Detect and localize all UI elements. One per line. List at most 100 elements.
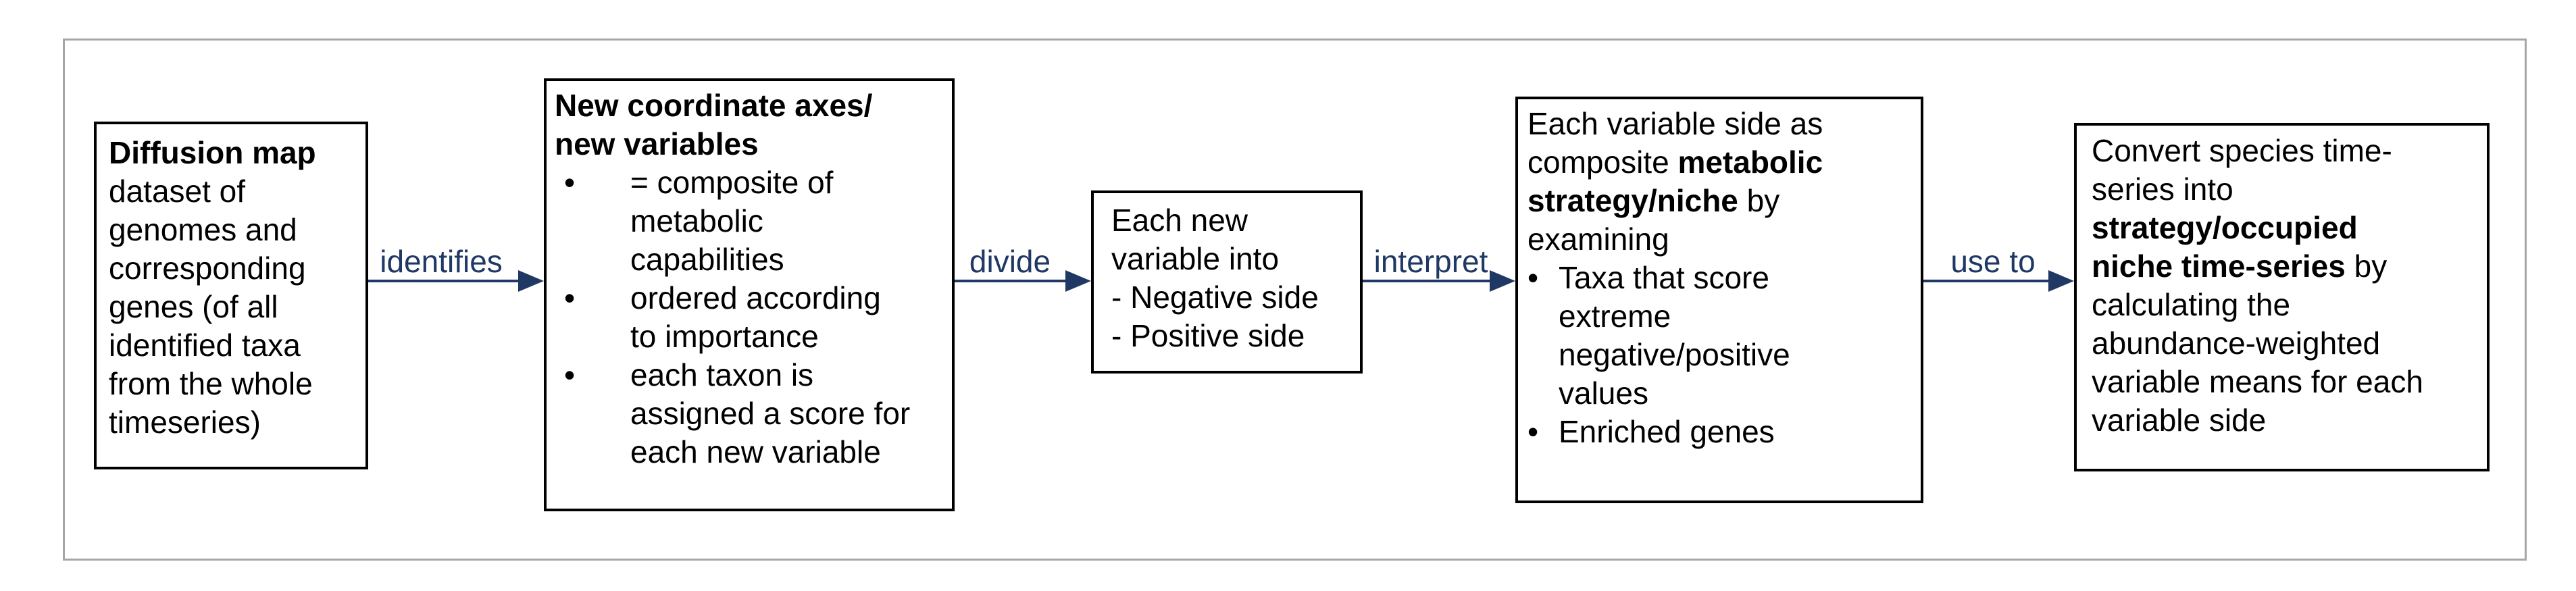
text-run: values (1559, 376, 1648, 411)
text-line: strategy/niche by (1527, 182, 1921, 220)
text-line: metabolic (555, 202, 952, 240)
text-line: strategy/occupied (2092, 209, 2487, 247)
text-line: values (1527, 374, 1921, 413)
arrow-head-icon (518, 270, 544, 292)
arrow-label-interpret: interpret (1373, 244, 1488, 279)
text-run: negative/positive (1559, 337, 1790, 372)
text-line: capabilities (555, 240, 952, 279)
text-run: abundance-weighted (2092, 326, 2381, 361)
text-line: composite metabolic (1527, 143, 1921, 182)
bullet-line: •each taxon is (555, 356, 952, 394)
bullet-line: • ordered according (555, 279, 952, 317)
flow-box-new-coordinate-axes: New coordinate axes/new variables • = comp… (544, 78, 955, 511)
text-run: - Negative side (1111, 280, 1319, 315)
text-line: assigned a score for (555, 394, 952, 433)
text-line: corresponding (109, 249, 365, 288)
text-run: by (2345, 249, 2388, 284)
arrow-label-identifies: identifies (380, 244, 503, 279)
bullet-line: • Taxa that score (1527, 259, 1921, 297)
arrow-line-interpret (1363, 280, 1492, 282)
text-run: examining (1527, 222, 1669, 257)
text-run: each taxon is (630, 357, 814, 392)
text-run: Diffusion map (109, 135, 316, 170)
text-line: genomes and (109, 211, 365, 249)
text-line: - Positive side (1111, 317, 1360, 355)
text-run: identified taxa (109, 328, 301, 363)
text-line: abundance-weighted (2092, 324, 2487, 363)
text-run: Each variable side as (1527, 106, 1823, 141)
text-run: = composite of (630, 165, 834, 200)
arrow-line-identifies (368, 280, 520, 282)
text-run: metabolic (1677, 145, 1823, 180)
text-line: identified taxa (109, 326, 365, 365)
text-line: extreme (1527, 297, 1921, 336)
text-run: new variables (555, 126, 759, 161)
text-line: to importance (555, 317, 952, 356)
text-run: niche time-series (2092, 249, 2346, 284)
text-run: strategy/occupied (2092, 210, 2358, 245)
text-run: strategy/niche (1527, 183, 1738, 218)
text-run: each new variable (630, 434, 881, 469)
arrow-label-divide: divide (969, 244, 1051, 279)
text-run: assigned a score for (630, 396, 911, 431)
arrow-head-icon (1065, 270, 1091, 292)
text-run: corresponding (109, 251, 306, 286)
text-run: variable into (1111, 241, 1280, 276)
text-line: New coordinate axes/ (555, 86, 952, 125)
text-run: from the whole (109, 366, 313, 401)
text-run: ordered according (630, 280, 881, 315)
text-line: dataset of (109, 172, 365, 211)
arrow-head-icon (2048, 270, 2074, 292)
arrow-line-use-to (1923, 280, 2050, 282)
bullet-icon: • (564, 280, 576, 315)
text-run: New coordinate axes/ (555, 88, 873, 123)
text-run: - Positive side (1111, 318, 1305, 353)
text-run: metabolic (630, 203, 763, 238)
text-run: capabilities (630, 242, 784, 277)
arrow-line-divide (955, 280, 1067, 282)
text-line: variable means for each (2092, 363, 2487, 401)
text-run: genomes and (109, 212, 297, 247)
text-line: negative/positive (1527, 336, 1921, 374)
text-run: composite (1527, 145, 1678, 180)
text-line: from the whole (109, 365, 365, 403)
text-line: each new variable (555, 433, 952, 471)
text-run: variable side (2092, 403, 2267, 438)
text-line: series into (2092, 170, 2487, 209)
bullet-line: •Enriched genes (1527, 413, 1921, 451)
text-line: variable into (1111, 240, 1360, 278)
text-line: variable side (2092, 401, 2487, 440)
text-line: timeseries) (109, 403, 365, 442)
text-run: variable means for each (2092, 364, 2423, 399)
text-run: Taxa that score (1559, 260, 1769, 295)
text-line: Convert species time- (2092, 132, 2487, 170)
text-run: extreme (1559, 299, 1671, 334)
text-line: Diffusion map (109, 134, 365, 172)
text-run: calculating the (2092, 287, 2291, 322)
bullet-line: • = composite of (555, 163, 952, 202)
text-run: series into (2092, 172, 2233, 207)
text-run: genes (of all (109, 289, 278, 324)
text-line: Each new (1111, 201, 1360, 240)
arrow-head-icon (1490, 270, 1515, 292)
text-line: examining (1527, 220, 1921, 259)
text-line: niche time-series by (2092, 247, 2487, 286)
text-line: - Negative side (1111, 278, 1360, 317)
text-run: dataset of (109, 174, 246, 209)
text-run: Convert species time- (2092, 133, 2392, 168)
text-line: new variables (555, 125, 952, 163)
text-run: to importance (630, 319, 819, 354)
text-run: Each new (1111, 203, 1248, 238)
arrow-label-use-to: use to (1950, 244, 2036, 279)
bullet-icon: • (1527, 260, 1539, 295)
text-line: Each variable side as (1527, 105, 1921, 143)
text-run: by (1738, 183, 1780, 218)
bullet-icon: • (1527, 414, 1539, 449)
bullet-icon: • (564, 165, 576, 200)
text-run: timeseries) (109, 405, 261, 440)
